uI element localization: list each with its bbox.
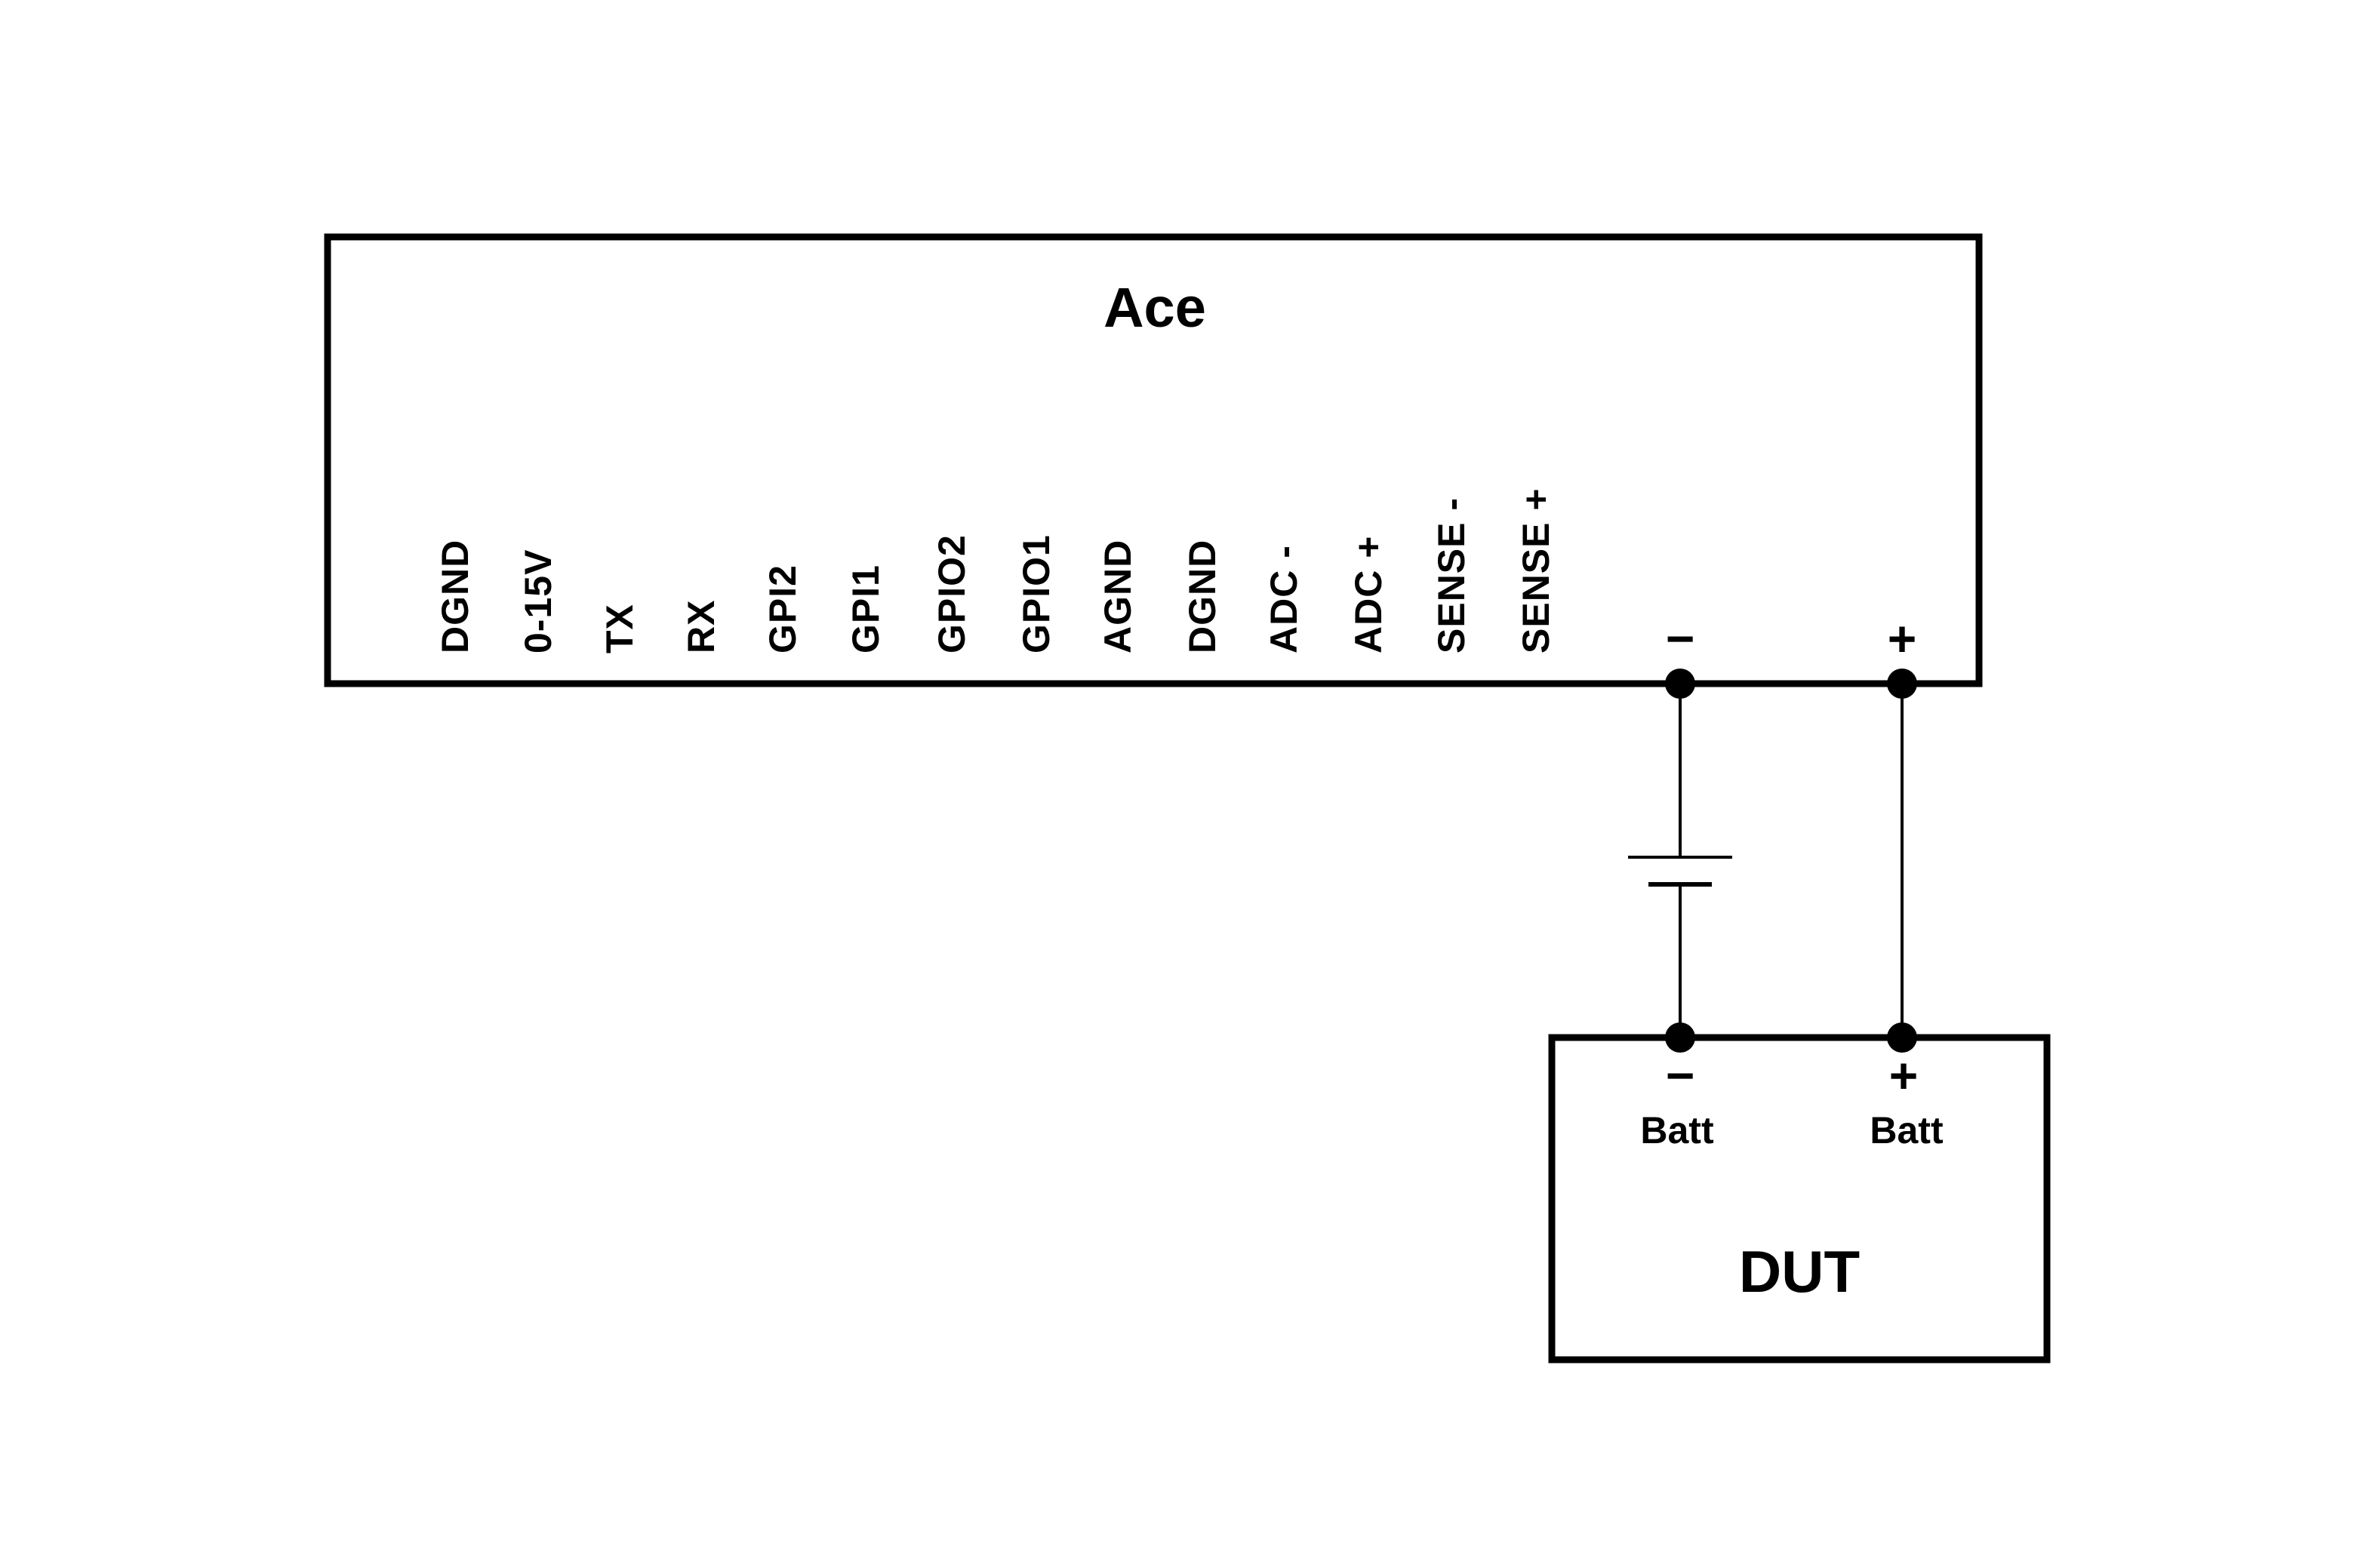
dut-batt-minus-label: Batt	[1640, 1109, 1714, 1151]
pin-label-sense-minus: SENSE -	[1430, 497, 1473, 653]
pin-label-sense-plus: SENSE +	[1515, 487, 1557, 653]
battery-symbol	[1628, 856, 1732, 887]
pin-label-tx: TX	[599, 604, 641, 653]
pin-label-rx: RX	[680, 600, 722, 653]
pin-label-0-15v: 0-15V	[517, 549, 559, 653]
ace-terminal-minus-sign: −	[1666, 610, 1695, 666]
dut-terminal-plus-sign: +	[1889, 1047, 1919, 1103]
pin-label-agnd: AGND	[1097, 540, 1139, 653]
pin-label-adc-plus: ADC +	[1347, 536, 1390, 653]
ace-box	[324, 233, 1983, 687]
junction-dot-ace-minus	[1665, 669, 1695, 699]
pin-label-adc-minus: ADC -	[1263, 545, 1305, 653]
ace-pin-labels: DGND 0-15V TX RX GPI2 GPI1 GPIO2 GPIO1 A…	[434, 487, 1557, 653]
dut-box	[1548, 1034, 2051, 1364]
dut-batt-plus-label: Batt	[1870, 1109, 1944, 1151]
ace-terminal-plus-sign: +	[1888, 610, 1917, 666]
pin-label-dgnd-2: DGND	[1181, 540, 1223, 653]
junction-dot-dut-plus	[1887, 1022, 1917, 1053]
junction-dot-ace-plus	[1887, 669, 1917, 699]
ace-title: Ace	[1103, 276, 1206, 339]
dut-title: DUT	[1739, 1238, 1860, 1305]
pin-label-gpio1: GPIO1	[1015, 534, 1057, 653]
junction-dot-dut-minus	[1665, 1022, 1695, 1053]
pin-label-dgnd-1: DGND	[434, 540, 476, 653]
dut-terminal-minus-sign: −	[1666, 1047, 1695, 1103]
pin-label-gpi1: GPI1	[845, 564, 887, 653]
pin-label-gpi2: GPI2	[762, 564, 804, 653]
pin-label-gpio2: GPIO2	[931, 534, 973, 653]
